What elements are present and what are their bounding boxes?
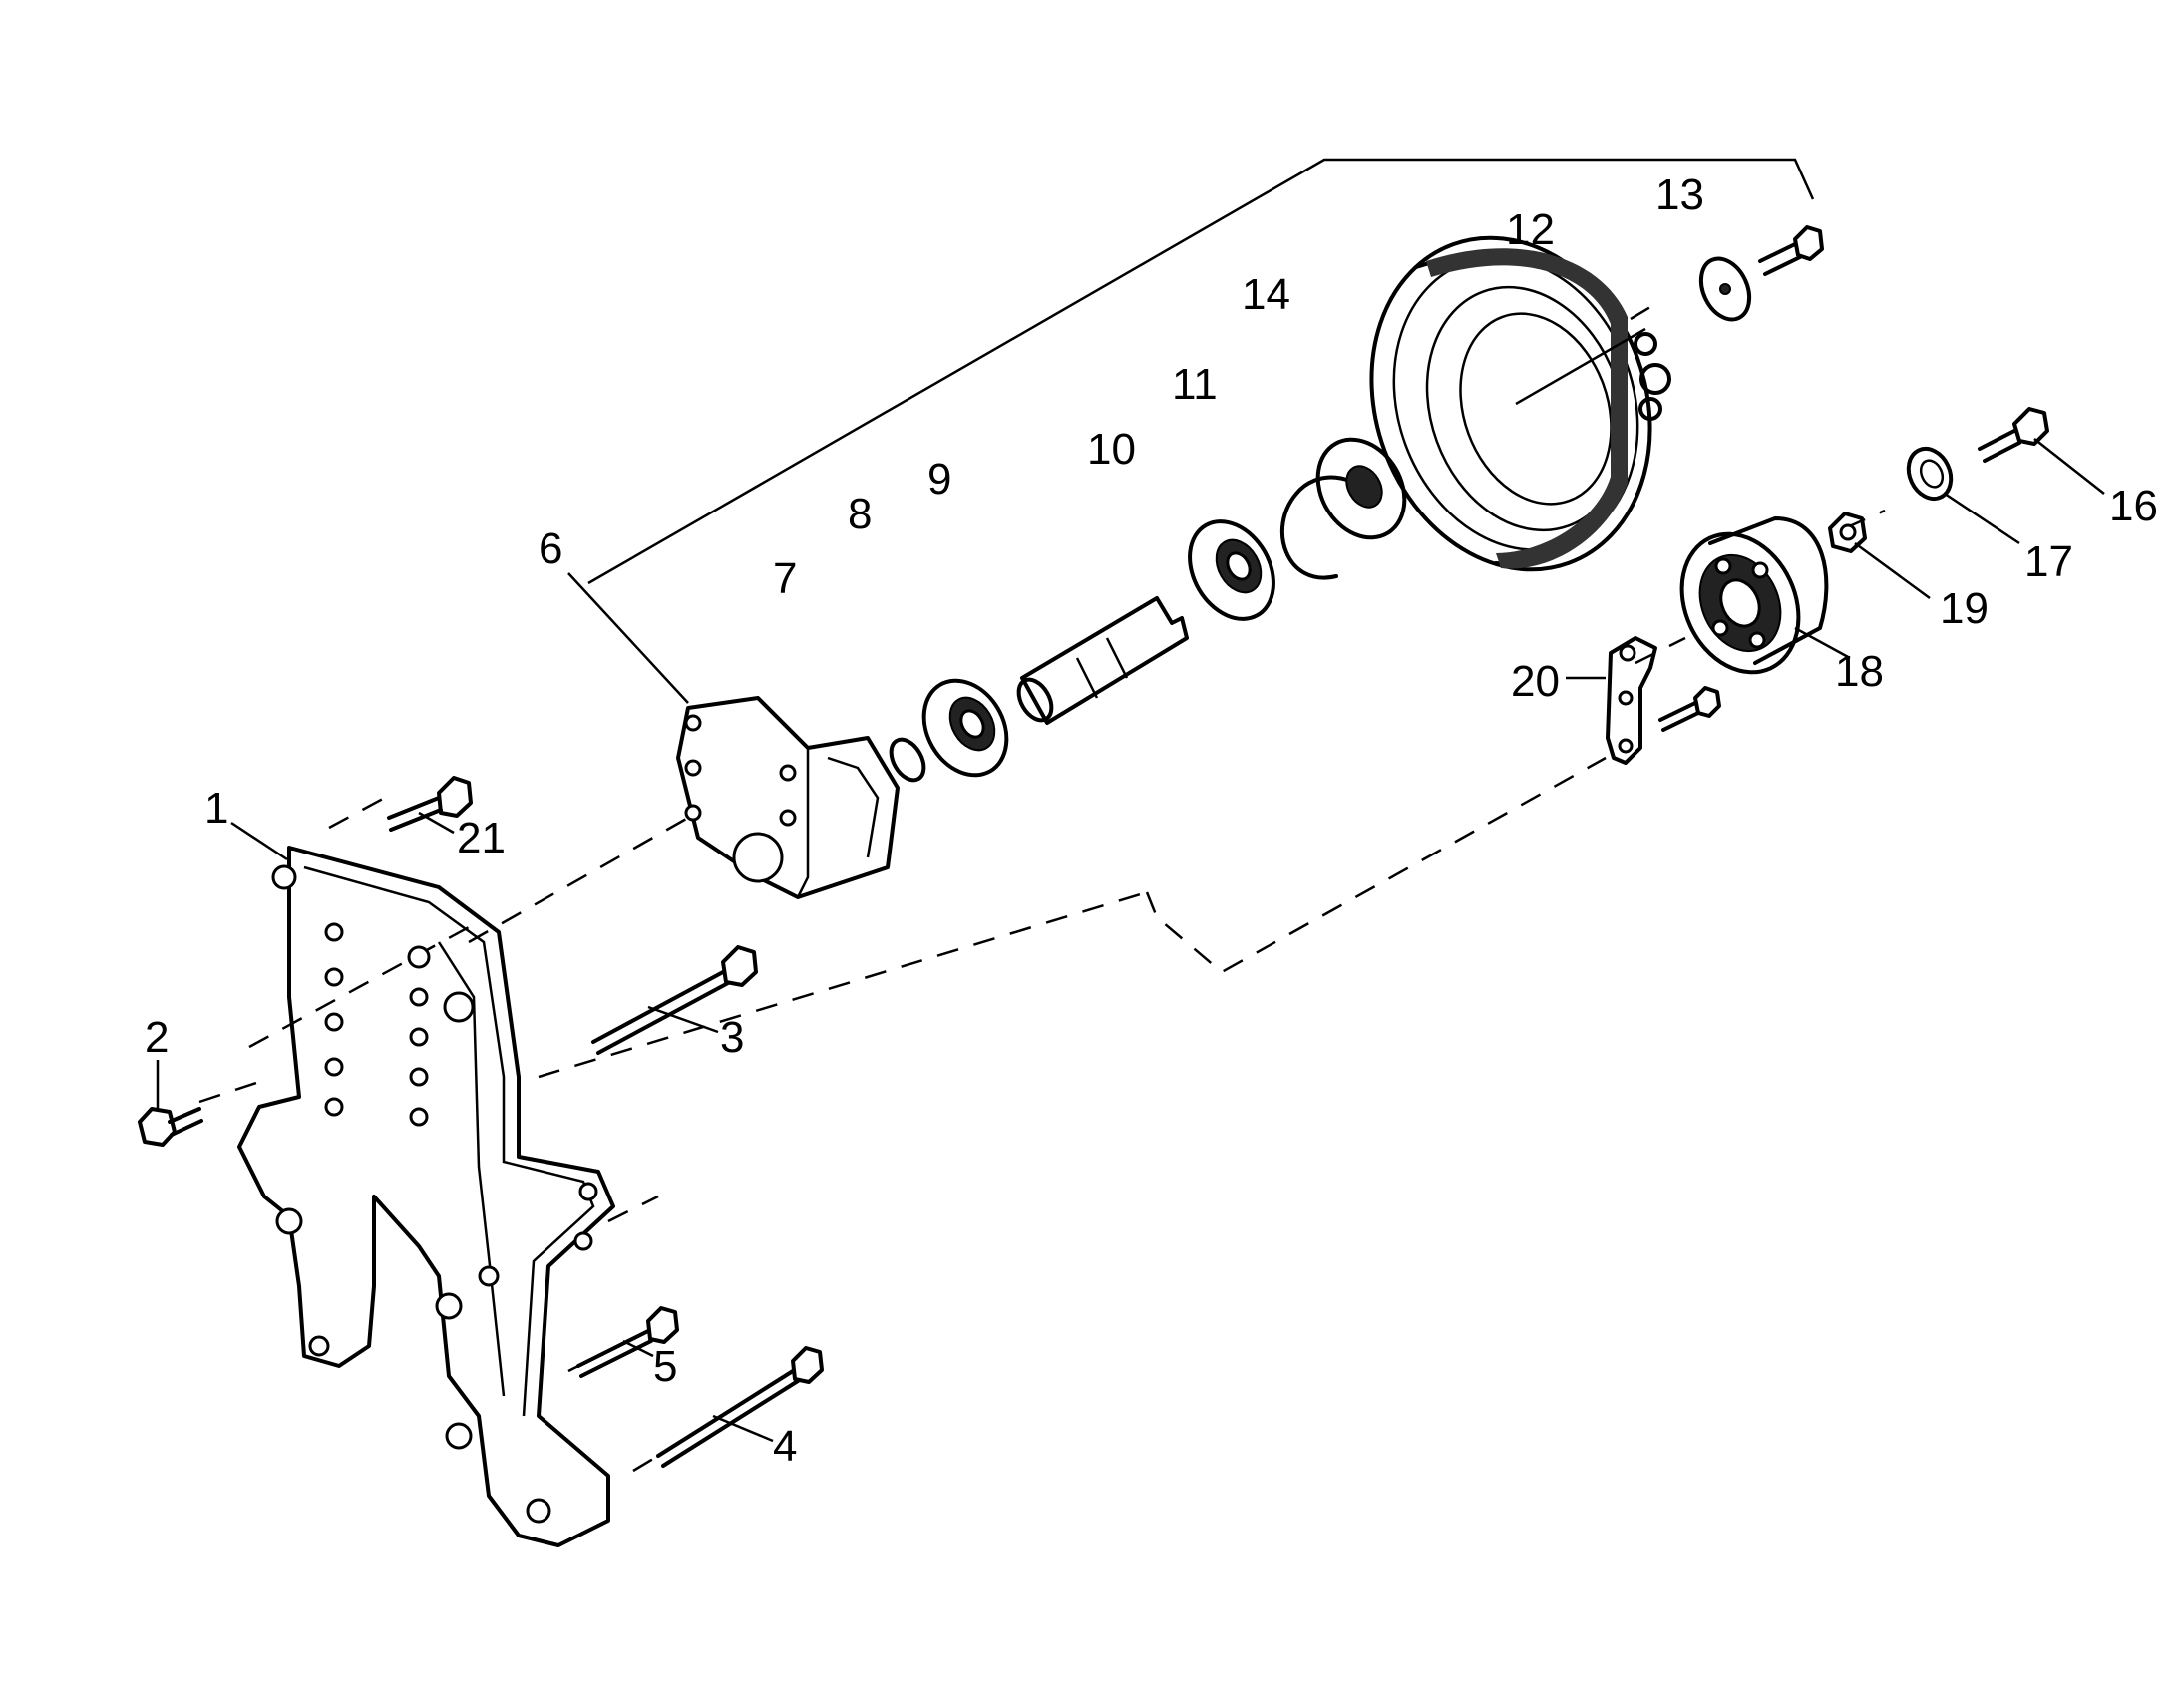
seal-part-14 — [1315, 437, 1407, 540]
callout-13: 13 — [1655, 171, 1704, 219]
callout-6: 6 — [539, 524, 562, 573]
idler-roller-part-18 — [1679, 516, 1829, 675]
callout-labels: 1 2 3 4 5 6 7 8 9 10 11 12 13 14 16 17 1… — [145, 171, 2158, 1471]
shaft-part-9 — [1016, 596, 1189, 725]
bearing-part-8 — [921, 678, 1009, 778]
callout-11: 11 — [1172, 360, 1218, 409]
callout-leader-lines — [156, 438, 2105, 1443]
ring-part-7 — [889, 737, 926, 783]
callout-7: 7 — [773, 554, 797, 603]
bracket-plate-part-1 — [237, 846, 615, 1547]
bearing-housing-part-6 — [676, 696, 900, 899]
callout-17: 17 — [2024, 537, 2073, 586]
callout-10: 10 — [1087, 425, 1136, 474]
callout-18: 18 — [1835, 647, 1884, 696]
callout-5: 5 — [653, 1342, 677, 1391]
callout-20: 20 — [1511, 657, 1560, 706]
assembly-dashed-lines — [198, 302, 1886, 1473]
pulley-part-12 — [1369, 235, 1671, 572]
callout-1: 1 — [204, 784, 228, 833]
assembly-bracket-line — [587, 158, 1815, 585]
callout-8: 8 — [848, 490, 872, 538]
tensioner-arm-part-20 — [1606, 636, 1721, 765]
callout-9: 9 — [927, 455, 951, 504]
bearing-part-10 — [1188, 519, 1275, 621]
nut-part-19 — [1828, 512, 1867, 553]
bolt-part-5 — [576, 1306, 679, 1378]
bolt-part-16 — [1978, 407, 2049, 463]
callout-19: 19 — [1940, 584, 1989, 633]
callout-14: 14 — [1242, 270, 1290, 319]
callout-4: 4 — [773, 1422, 797, 1471]
callout-2: 2 — [145, 1013, 169, 1062]
bolt-part-21 — [387, 776, 473, 832]
long-bolt-part-3 — [591, 945, 758, 1055]
callout-21: 21 — [457, 814, 506, 862]
washer-bolt-part-13 — [1698, 225, 1824, 322]
washer-part-17 — [1906, 446, 1954, 502]
bolt-part-2 — [138, 1107, 203, 1147]
callout-12: 12 — [1506, 205, 1555, 254]
callout-16: 16 — [2109, 482, 2158, 530]
callout-3: 3 — [720, 1013, 744, 1062]
